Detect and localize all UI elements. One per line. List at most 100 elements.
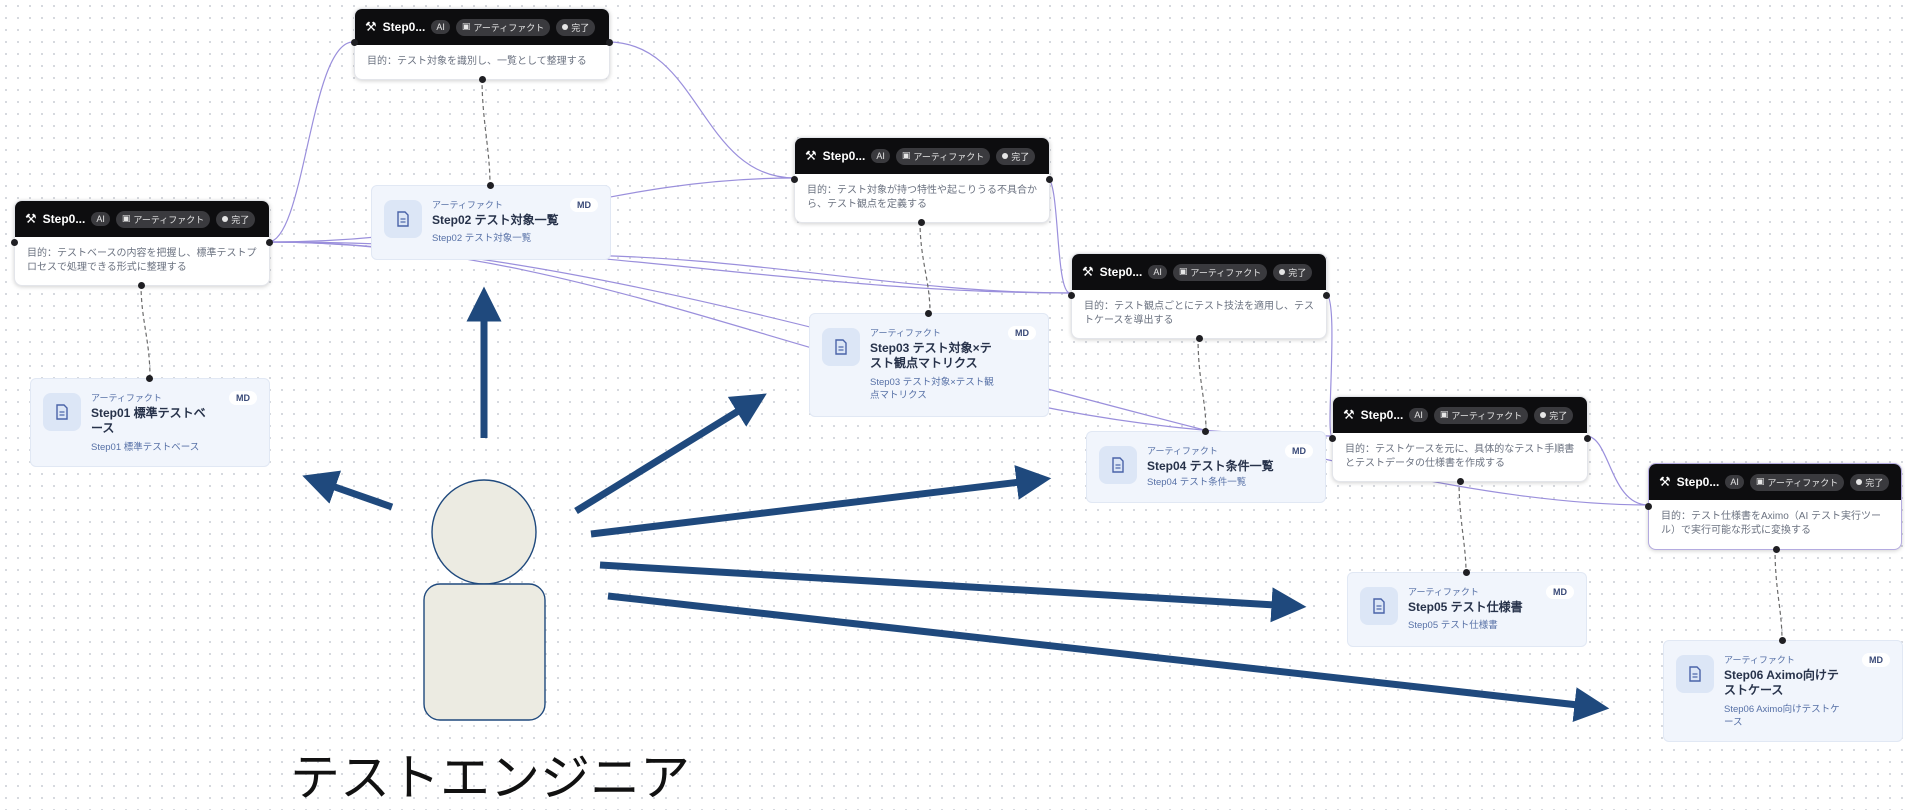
archive-box-icon: ▣ <box>1439 410 1449 420</box>
output-handle[interactable] <box>266 239 273 246</box>
artifact-input-handle[interactable] <box>1463 569 1470 576</box>
magic-wand-icon: ⚒ <box>1343 407 1355 423</box>
artifact-node-step01[interactable]: MD アーティファクト Step01 標準テストベース Step01 標準テスト… <box>30 375 270 467</box>
md-badge: MD <box>1008 326 1036 340</box>
artifact-chip[interactable]: ▣アーティファクト <box>455 18 551 36</box>
artifact-node-step03[interactable]: MD アーティファクト Step03 テスト対象×テスト観点マトリクス Step… <box>809 310 1049 417</box>
artifact-title: Step06 Aximo向けテストケース <box>1724 668 1839 697</box>
flow-node-step02[interactable]: ⚒ Step0... AI ▣アーティファクト 完了 目的：テスト対象を識別し、… <box>351 8 613 83</box>
input-handle[interactable] <box>351 39 358 46</box>
artifact-chip[interactable]: ▣アーティファクト <box>1433 406 1529 424</box>
flow-node-step03[interactable]: ⚒ Step0... AI ▣アーティファクト 完了 目的：テスト対象が持つ特性… <box>791 137 1053 226</box>
edge-s2-s3 <box>607 41 796 179</box>
node-description: 目的：テスト仕様書をAximo（AI テスト実行ツール）で実行可能な形式に変換す… <box>1661 511 1882 536</box>
md-badge: MD <box>1862 653 1890 667</box>
ai-badge: AI <box>431 20 450 34</box>
ai-badge: AI <box>91 212 110 226</box>
artifact-subtitle: Step04 テスト条件一覧 <box>1147 477 1247 488</box>
artifact-node-step06[interactable]: MD アーティファクト Step06 Aximo向けテストケース Step06 … <box>1663 637 1903 742</box>
artifact-type: アーティファクト <box>91 393 162 403</box>
node-title: Step0... <box>822 149 866 163</box>
arrow-to-artifact-4 <box>590 465 1052 538</box>
artifact-subtitle: Step01 標準テストベース <box>91 442 200 453</box>
edge-s4-s5 <box>1324 292 1333 437</box>
archive-box-icon: ▣ <box>1178 267 1188 277</box>
artifact-handle[interactable] <box>138 282 145 289</box>
status-chip: 完了 <box>996 147 1036 165</box>
md-badge: MD <box>1285 444 1313 458</box>
magic-wand-icon: ⚒ <box>805 148 817 164</box>
artifact-node-step04[interactable]: MD アーティファクト Step04 テスト条件一覧 Step04 テスト条件一… <box>1086 428 1326 503</box>
output-handle[interactable] <box>1046 176 1053 183</box>
input-handle[interactable] <box>1645 503 1652 510</box>
input-handle[interactable] <box>791 176 798 183</box>
edge-s1-s2 <box>267 41 354 243</box>
input-handle[interactable] <box>1329 435 1336 442</box>
artifact-input-handle[interactable] <box>1779 637 1786 644</box>
node-title: Step0... <box>1099 265 1143 279</box>
artifact-handle[interactable] <box>1196 335 1203 342</box>
ai-badge: AI <box>1409 408 1428 422</box>
artifact-chip[interactable]: ▣アーティファクト <box>1172 263 1268 281</box>
artifact-type: アーティファクト <box>432 200 503 210</box>
artifact-chip[interactable]: ▣アーティファクト <box>895 147 991 165</box>
status-dot-icon <box>1279 269 1286 275</box>
md-badge: MD <box>1546 585 1574 599</box>
actor-label: テストエンジニア <box>290 749 690 807</box>
archive-box-icon: ▣ <box>1755 477 1765 487</box>
artifact-type: アーティファクト <box>1724 655 1795 665</box>
artifact-type: アーティファクト <box>1408 587 1479 597</box>
artifact-input-handle[interactable] <box>487 182 494 189</box>
status-chip: 完了 <box>1273 263 1313 281</box>
actor-body <box>423 583 546 721</box>
node-description: 目的：テストケースを元に、具体的なテスト手順書とテストデータの仕様書を作成する <box>1345 444 1575 469</box>
status-dot-icon <box>222 216 229 222</box>
status-chip: 完了 <box>216 210 256 228</box>
artifact-type: アーティファクト <box>1147 446 1218 456</box>
artifact-node-step05[interactable]: MD アーティファクト Step05 テスト仕様書 Step05 テスト仕様書 <box>1347 569 1587 647</box>
flow-node-step05[interactable]: ⚒ Step0... AI ▣アーティファクト 完了 目的：テストケースを元に、… <box>1329 396 1591 485</box>
node-description: 目的：テスト対象が持つ特性や起こりうる不具合から、テスト観点を定義する <box>807 185 1037 210</box>
artifact-chip[interactable]: ▣アーティファクト <box>1749 473 1845 491</box>
output-handle[interactable] <box>1584 435 1591 442</box>
artifact-handle[interactable] <box>479 76 486 83</box>
flow-node-step04[interactable]: ⚒ Step0... AI ▣アーティファクト 完了 目的：テスト観点ごとにテス… <box>1068 253 1330 342</box>
artifact-handle[interactable] <box>918 219 925 226</box>
artifact-input-handle[interactable] <box>1202 428 1209 435</box>
artifact-handle[interactable] <box>1457 478 1464 485</box>
node-header: ⚒ Step0... AI ▣アーティファクト 完了 <box>15 201 269 237</box>
edge-layer <box>140 41 1783 722</box>
artifact-handle[interactable] <box>1773 546 1780 553</box>
artifact-subtitle: Step06 Aximo向けテストケース <box>1724 704 1840 728</box>
artifact-input-handle[interactable] <box>925 310 932 317</box>
artifact-title: Step03 テスト対象×テスト観点マトリクス <box>870 341 992 370</box>
status-dot-icon <box>1540 412 1547 418</box>
node-header: ⚒ Step0... AI ▣アーティファクト 完了 <box>795 138 1049 174</box>
artifact-type: アーティファクト <box>870 328 941 338</box>
node-description: 目的：テスト観点ごとにテスト技法を適用し、テストケースを導出する <box>1084 301 1314 326</box>
node-title: Step0... <box>1360 408 1404 422</box>
status-chip: 完了 <box>1850 473 1890 491</box>
artifact-input-handle[interactable] <box>146 375 153 382</box>
arrow-to-artifact-6 <box>607 592 1610 722</box>
magic-wand-icon: ⚒ <box>25 211 37 227</box>
flow-node-step06[interactable]: ⚒ Step0... AI ▣アーティファクト 完了 目的：テスト仕様書をAxi… <box>1645 463 1902 553</box>
archive-box-icon: ▣ <box>901 151 911 161</box>
document-icon <box>1676 655 1714 693</box>
artifact-node-step02[interactable]: MD アーティファクト Step02 テスト対象一覧 Step02 テスト対象一… <box>371 182 611 260</box>
output-handle[interactable] <box>1323 292 1330 299</box>
md-badge: MD <box>229 391 257 405</box>
artifact-subtitle: Step03 テスト対象×テスト観点マトリクス <box>870 377 994 401</box>
node-header: ⚒ Step0... AI ▣アーティファクト 完了 <box>1649 464 1901 500</box>
artifact-title: Step05 テスト仕様書 <box>1408 600 1523 614</box>
artifact-chip[interactable]: ▣アーティファクト <box>115 210 211 228</box>
output-handle[interactable] <box>606 39 613 46</box>
flow-node-step01[interactable]: ⚒ Step0... AI ▣アーティファクト 完了 目的：テストベースの内容を… <box>11 200 273 289</box>
input-handle[interactable] <box>11 239 18 246</box>
magic-wand-icon: ⚒ <box>1659 474 1671 490</box>
artifact-link-6 <box>1774 547 1783 641</box>
input-handle[interactable] <box>1068 292 1075 299</box>
node-header: ⚒ Step0... AI ▣アーティファクト 完了 <box>355 9 609 45</box>
document-icon <box>43 393 81 431</box>
node-title: Step0... <box>382 20 426 34</box>
